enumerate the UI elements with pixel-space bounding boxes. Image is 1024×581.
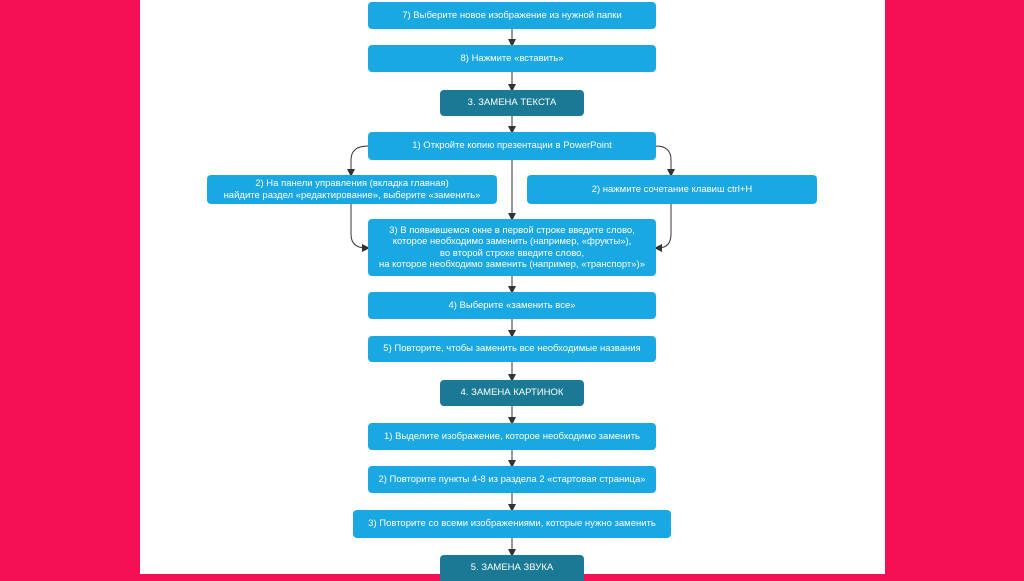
section-3-step-2-right: 2) нажмите сочетание клавиш ctrl+H bbox=[527, 175, 817, 204]
section-3-title: 3. ЗАМЕНА ТЕКСТА bbox=[440, 90, 584, 116]
section-4-step-2: 2) Повторите пункты 4-8 из раздела 2 «ст… bbox=[368, 466, 656, 493]
arrow-step1-right bbox=[655, 145, 675, 177]
arrow-step1-left bbox=[347, 145, 369, 177]
section-4-step-3: 3) Повторите со всеми изображениями, кот… bbox=[353, 510, 671, 538]
section-3-step-3: 3) В появившемся окне в первой строке вв… bbox=[368, 219, 656, 276]
section-3-step-2-left: 2) На панели управления (вкладка главная… bbox=[207, 175, 497, 204]
section-3-step-1: 1) Откройте копию презентации в PowerPoi… bbox=[368, 132, 656, 160]
section-4-step-1: 1) Выделите изображение, которое необход… bbox=[368, 423, 656, 450]
section-3-step-4: 4) Выберите «заменить все» bbox=[368, 292, 656, 319]
step-7-select-image: 7) Выберите новое изображение из нужной … bbox=[368, 2, 656, 29]
step-8-press-insert: 8) Нажмите «вставить» bbox=[368, 45, 656, 72]
section-4-title: 4. ЗАМЕНА КАРТИНОК bbox=[440, 380, 584, 406]
section-3-step-5: 5) Повторите, чтобы заменить все необход… bbox=[368, 336, 656, 362]
arrow-left-step3 bbox=[350, 204, 370, 252]
section-5-title: 5. ЗАМЕНА ЗВУКА bbox=[440, 555, 584, 581]
arrow-right-step3 bbox=[654, 204, 672, 252]
